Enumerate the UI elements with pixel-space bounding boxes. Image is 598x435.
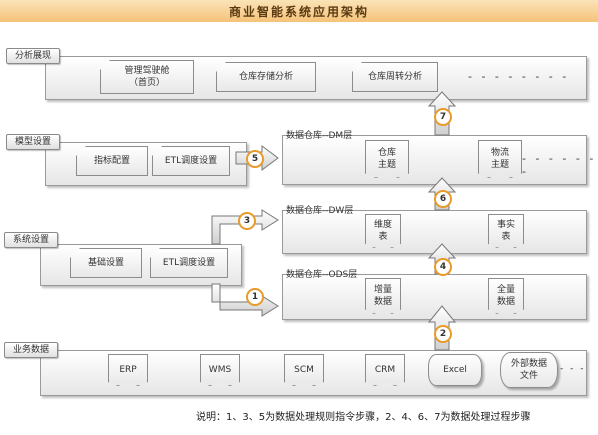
- dimension-table-text: 维度 表: [373, 220, 392, 242]
- scm-box: SCM: [284, 354, 324, 386]
- analysis-more: - - - - - - - -: [468, 70, 570, 83]
- business-more: - - -: [560, 364, 586, 374]
- scm-text: SCM: [294, 365, 314, 375]
- crm-text: CRM: [374, 365, 396, 375]
- system-etl-box: ETL调度设置: [150, 248, 228, 278]
- step-6-marker: 6: [434, 190, 452, 208]
- storage-analysis-box: 仓库存储分析: [216, 62, 316, 92]
- arrow-step-3: [211, 209, 279, 245]
- logistics-topic-box: 物流 主题: [478, 140, 522, 178]
- basic-settings-box: 基础设置: [70, 248, 142, 278]
- erp-text: ERP: [119, 365, 137, 375]
- model-label: 模型设置: [6, 134, 61, 150]
- model-etl-box: ETL调度设置: [152, 146, 230, 176]
- incremental-data-text: 增量 数据: [373, 285, 392, 307]
- dm-layer-panel: [282, 135, 587, 185]
- system-etl-text: ETL调度设置: [162, 258, 216, 268]
- logistics-topic-text: 物流 主题: [490, 148, 509, 170]
- excel-box: Excel: [428, 354, 482, 386]
- external-file-box: 外部数据 文件: [500, 352, 558, 388]
- arrow-step-1: [211, 283, 279, 317]
- model-etl-text: ETL调度设置: [164, 156, 218, 166]
- metric-config-text: 指标配置: [93, 156, 130, 166]
- metric-config-box: 指标配置: [76, 146, 148, 176]
- fact-table-box: 事实 表: [488, 214, 524, 248]
- analysis-label: 分析展现: [6, 48, 61, 64]
- basic-settings-text: 基础设置: [87, 258, 124, 268]
- step-4-marker: 4: [434, 258, 452, 276]
- fact-table-text: 事实 表: [496, 220, 515, 242]
- dashboard-text: 管理驾驶舱 （首页）: [124, 66, 170, 88]
- step-2-marker: 2: [434, 325, 452, 343]
- excel-text: Excel: [443, 365, 467, 375]
- step-3-marker: 3: [238, 212, 256, 230]
- step-5-marker: 5: [246, 150, 264, 168]
- full-data-text: 全量 数据: [496, 285, 515, 307]
- wms-text: WMS: [208, 365, 232, 375]
- external-file-text: 外部数据 文件: [510, 359, 547, 381]
- ods-layer-label: 数据仓库--ODS层: [286, 270, 358, 280]
- dimension-table-box: 维度 表: [365, 214, 401, 248]
- incremental-data-box: 增量 数据: [365, 278, 401, 314]
- system-label: 系统设置: [4, 232, 59, 248]
- dw-layer-panel: [282, 210, 587, 254]
- dm-more: - - - - - - -: [522, 152, 597, 178]
- warehouse-topic-text: 仓库 主题: [377, 148, 396, 170]
- footnote: 说明：1、3、5为数据处理规则指令步骤，2、4、6、7为数据处理过程步骤: [196, 412, 531, 423]
- diagram-title: 商业智能系统应用架构: [0, 0, 598, 22]
- dashboard-box: 管理驾驶舱 （首页）: [100, 60, 194, 94]
- full-data-box: 全量 数据: [488, 278, 524, 314]
- storage-analysis-text: 仓库存储分析: [238, 72, 293, 82]
- dm-layer-label: 数据仓库--DM层: [286, 131, 353, 141]
- turnover-analysis-box: 仓库周转分析: [352, 62, 438, 92]
- step-1-marker: 1: [246, 288, 264, 306]
- step-7-marker: 7: [434, 108, 452, 126]
- turnover-analysis-text: 仓库周转分析: [367, 72, 422, 82]
- warehouse-topic-box: 仓库 主题: [365, 140, 409, 178]
- business-label: 业务数据: [4, 342, 59, 358]
- dw-layer-label: 数据仓库--DW层: [286, 206, 354, 216]
